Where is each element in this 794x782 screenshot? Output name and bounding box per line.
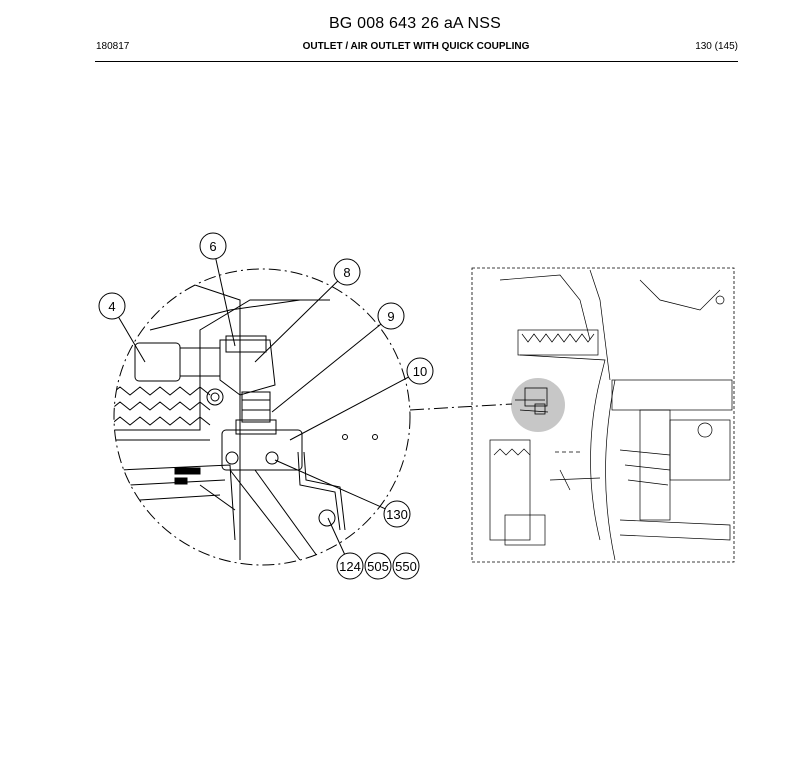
svg-text:8: 8 — [343, 265, 350, 280]
detail-view — [111, 245, 421, 567]
overview-view — [409, 267, 735, 563]
svg-text:124: 124 — [339, 559, 361, 574]
svg-text:4: 4 — [108, 299, 115, 314]
section-title: OUTLET / AIR OUTLET WITH QUICK COUPLING — [302, 41, 530, 52]
date-code: 180817 — [96, 41, 130, 52]
callout-9: 9 — [377, 302, 405, 330]
page-number: 130 (145) — [695, 41, 738, 52]
header-divider — [95, 61, 738, 62]
svg-text:550: 550 — [395, 559, 417, 574]
detail-highlight — [511, 378, 565, 432]
svg-text:9: 9 — [387, 309, 394, 324]
svg-text:10: 10 — [413, 364, 427, 379]
callout-550: 550 — [392, 552, 420, 580]
callout-130: 130 — [383, 500, 411, 528]
svg-text:6: 6 — [209, 239, 216, 254]
callout-10: 10 — [406, 357, 434, 385]
callout-505: 505 — [364, 552, 392, 580]
callout-8: 8 — [333, 258, 361, 286]
detail-link-line — [409, 403, 513, 411]
detail-boundary — [113, 268, 411, 566]
document-title: BG 008 643 26 aA NSS — [328, 15, 502, 32]
callout-4: 4 — [98, 292, 126, 320]
svg-text:505: 505 — [367, 559, 389, 574]
callout-124: 124 — [336, 552, 364, 580]
callout-6: 6 — [199, 232, 227, 260]
overview-boundary — [471, 267, 735, 563]
svg-text:130: 130 — [386, 507, 408, 522]
